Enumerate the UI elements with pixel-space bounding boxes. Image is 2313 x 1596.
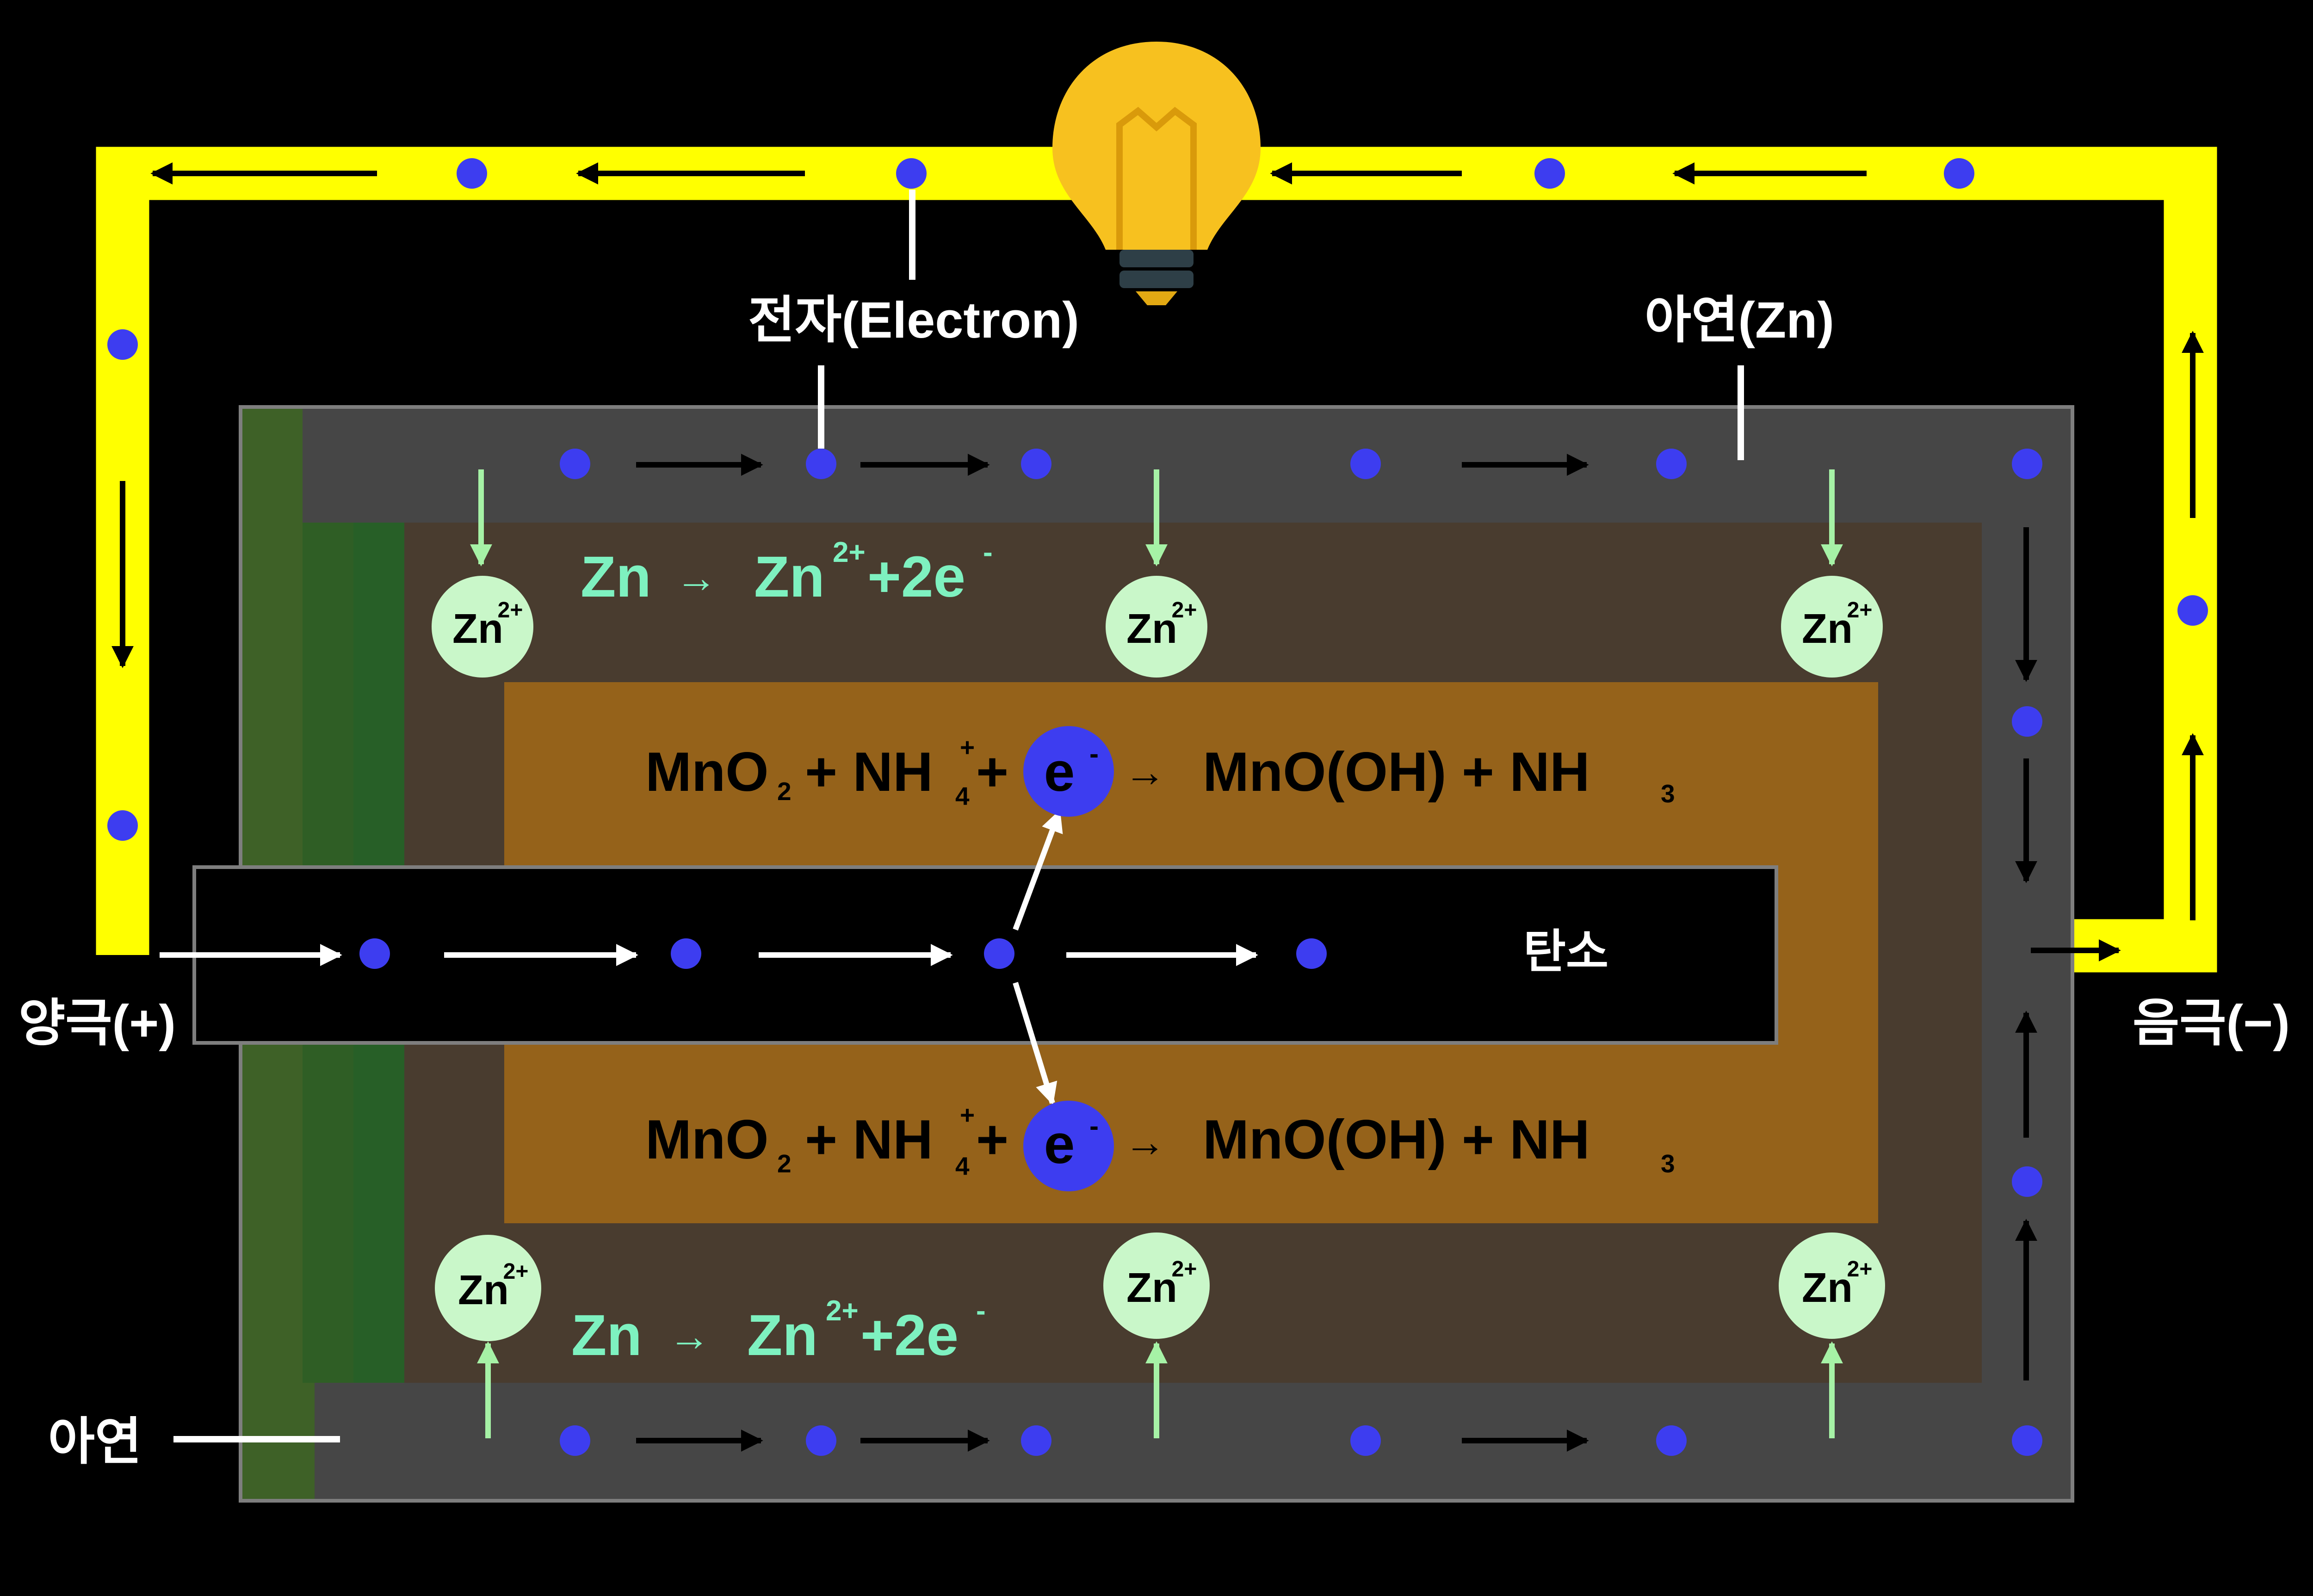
svg-text:Zn: Zn [581, 545, 651, 609]
svg-text:MnO(OH) + NH: MnO(OH) + NH [1203, 1109, 1590, 1171]
wire-electrons [107, 158, 2208, 841]
svg-text:2+: 2+ [1847, 1257, 1873, 1282]
svg-text:+: + [976, 741, 1008, 803]
zinc-top-label: 아연(Zn) [1645, 292, 1834, 349]
svg-text:→: → [1124, 1119, 1166, 1165]
svg-text:MnO: MnO [645, 741, 769, 803]
svg-text:Zn: Zn [1802, 1265, 1853, 1311]
svg-text:+ NH: + NH [805, 741, 933, 803]
svg-text:2+: 2+ [1172, 598, 1197, 622]
svg-text:-: - [1089, 738, 1099, 769]
svg-text:→: → [675, 555, 717, 601]
zn-equation-top: Zn → Zn 2+ +2e - [581, 536, 993, 609]
light-bulb-icon [1052, 42, 1261, 305]
svg-text:2: 2 [777, 777, 792, 806]
svg-text:Zn: Zn [452, 606, 503, 652]
zinc-casing-top [303, 409, 2071, 523]
mno2-equation-top: MnO 2 + NH 4 + + e - → MnO(OH) + NH 3 [645, 726, 1675, 817]
external-wire [96, 147, 2217, 973]
svg-text:Zn: Zn [458, 1267, 509, 1313]
svg-text:-: - [983, 536, 993, 568]
zn-equation-bottom: Zn → Zn 2+ +2e - [571, 1295, 986, 1368]
svg-text:3: 3 [1661, 779, 1675, 808]
electron-particle [1023, 1101, 1114, 1191]
svg-text:MnO: MnO [645, 1109, 769, 1171]
svg-text:+: + [960, 1101, 975, 1129]
zn-ion: Zn 2+ [1106, 576, 1207, 678]
svg-text:Zn: Zn [754, 545, 825, 609]
zn-ion: Zn 2+ [1103, 1232, 1210, 1339]
svg-text:-: - [1089, 1110, 1099, 1141]
carbon-rod-electrons [359, 938, 1327, 969]
casing-arrows-right [2015, 527, 2121, 1380]
svg-text:MnO(OH) + NH: MnO(OH) + NH [1203, 741, 1590, 803]
svg-text:Zn: Zn [1802, 606, 1853, 652]
svg-text:+2e: +2e [867, 545, 965, 609]
zn-ion: Zn 2+ [1779, 1232, 1885, 1339]
svg-text:3: 3 [1661, 1149, 1675, 1178]
electron-particle [1023, 726, 1114, 817]
svg-text:Zn: Zn [747, 1303, 818, 1368]
casing-electrons [560, 449, 2042, 1456]
svg-text:4: 4 [955, 782, 970, 810]
zinc-bottom-label: 아연 [48, 1413, 142, 1470]
carbon-rod-arrows [160, 809, 1258, 1105]
zn-ion: Zn 2+ [435, 1235, 541, 1341]
svg-text:Zn: Zn [1126, 1265, 1177, 1311]
mno2-equation-bottom: MnO 2 + NH 4 + + e - → MnO(OH) + NH 3 [645, 1101, 1675, 1191]
svg-text:e: e [1044, 741, 1075, 803]
svg-text:2+: 2+ [833, 536, 866, 568]
svg-text:2+: 2+ [498, 598, 523, 622]
svg-text:Zn: Zn [571, 1303, 642, 1368]
zn-ions: Zn 2+ Zn 2+ Zn 2+ Zn 2+ Zn 2+ Zn 2+ [432, 576, 1885, 1341]
svg-text:2+: 2+ [1172, 1257, 1197, 1282]
svg-text:2+: 2+ [1847, 598, 1873, 622]
zinc-casing-bottom [315, 1383, 2071, 1499]
carbon-label: 탄소 [1523, 926, 1608, 978]
positive-terminal-label: 양극(+) [19, 995, 176, 1052]
zn-ion: Zn 2+ [1781, 576, 1883, 678]
svg-text:+2e: +2e [860, 1303, 959, 1368]
svg-text:+: + [960, 733, 975, 762]
svg-text:+: + [976, 1109, 1008, 1171]
svg-text:+ NH: + NH [805, 1109, 933, 1171]
svg-text:4: 4 [955, 1152, 970, 1180]
svg-text:e: e [1044, 1113, 1075, 1175]
svg-text:2: 2 [777, 1149, 792, 1178]
svg-text:2+: 2+ [503, 1259, 529, 1284]
electron-label: 전자(Electron) [748, 292, 1079, 349]
svg-text:→: → [668, 1313, 710, 1360]
svg-text:→: → [1124, 749, 1166, 795]
svg-text:Zn: Zn [1126, 606, 1177, 652]
svg-text:2+: 2+ [826, 1295, 859, 1327]
negative-terminal-label: 음극(−) [2133, 995, 2290, 1052]
svg-text:-: - [976, 1295, 986, 1327]
zn-ion: Zn 2+ [432, 576, 533, 678]
zn-ion-arrows [470, 469, 1843, 1438]
